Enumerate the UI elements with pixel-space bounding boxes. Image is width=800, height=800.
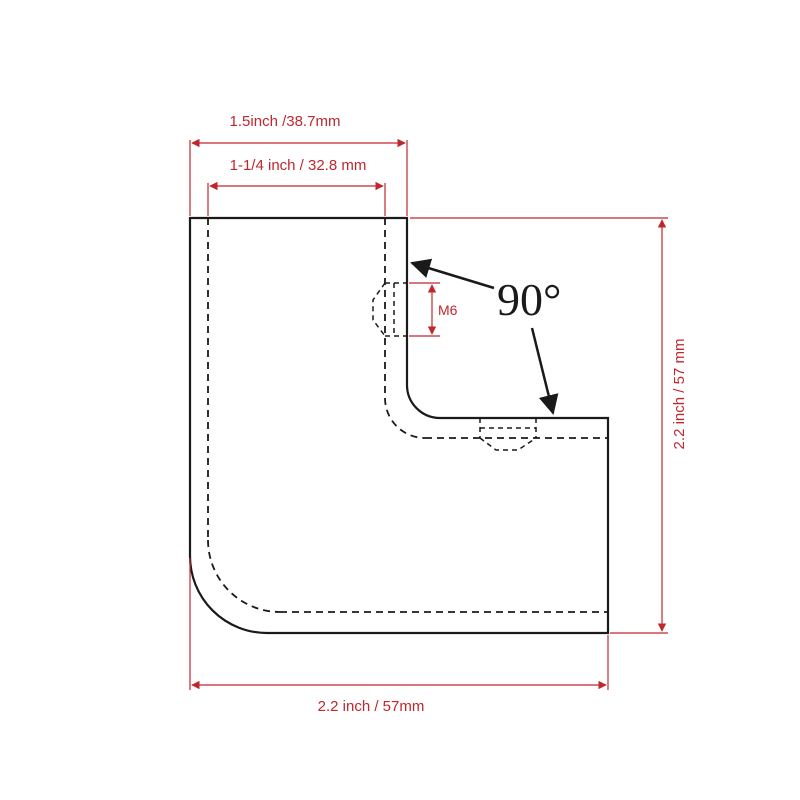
set-screw-upper <box>372 282 407 337</box>
hidden-lines <box>207 218 608 613</box>
elbow-outline <box>188 216 610 635</box>
outer-width-label: 1.5inch /38.7mm <box>230 113 341 130</box>
set-screw-lower <box>479 418 537 451</box>
dimension-thread: M6 <box>409 282 458 337</box>
thread-label: M6 <box>438 302 458 318</box>
dimension-outer-width: 1.5inch /38.7mm <box>189 113 408 216</box>
angle-arrow-lower <box>530 327 559 415</box>
dimension-overall-height: 2.2 inch / 57 mm <box>410 217 688 634</box>
angle-annotation: 90° <box>410 258 561 415</box>
overall-width-label: 2.2 inch / 57mm <box>318 698 425 715</box>
angle-label: 90° <box>497 274 561 325</box>
dimension-inner-width: 1-1/4 inch / 32.8 mm <box>207 157 386 216</box>
dimension-overall-width: 2.2 inch / 57mm <box>189 558 609 715</box>
inner-width-label: 1-1/4 inch / 32.8 mm <box>230 157 367 174</box>
angle-arrow-upper <box>410 258 495 290</box>
overall-height-label: 2.2 inch / 57 mm <box>671 339 688 450</box>
